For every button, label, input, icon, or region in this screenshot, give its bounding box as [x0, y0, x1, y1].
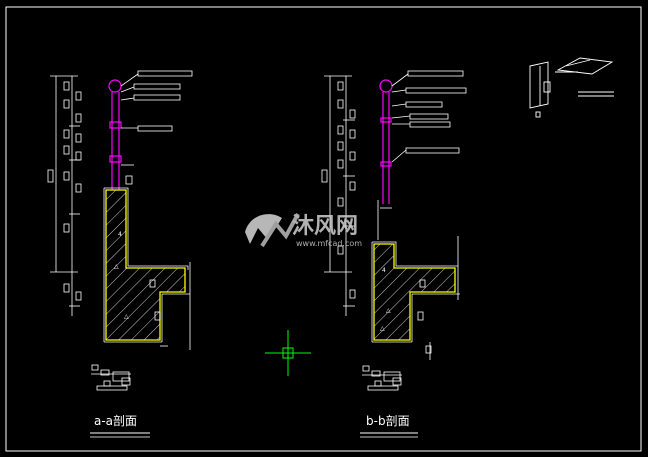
section-b-title: b-b剖面 [366, 414, 410, 428]
crosshair-cursor-icon[interactable] [265, 330, 311, 376]
section-b-detail: 4 △ △ b-b剖面 [321, 70, 467, 438]
svg-text:△: △ [124, 313, 129, 320]
profile-detail [529, 57, 614, 118]
section-b-annotations [377, 70, 467, 240]
watermark-url: www.mfcad.com [296, 239, 362, 248]
drawing-frame [5, 6, 642, 452]
section-b-dimension-chain [321, 75, 356, 316]
mf-logo-icon [245, 213, 300, 248]
svg-text:△: △ [386, 307, 391, 314]
section-a-railing [108, 79, 122, 190]
section-b-mini-detail [362, 365, 402, 391]
watermark-brand-cn: 沐风网 [292, 214, 358, 239]
section-b-railing [379, 79, 393, 204]
section-a-concrete-wall: 4 △ △ [103, 187, 191, 350]
section-a-annotations [120, 70, 193, 185]
watermark: 沐风网 www.mfcad.com [245, 213, 362, 248]
svg-text:4: 4 [382, 267, 386, 274]
section-a-mini-detail [91, 364, 131, 391]
svg-text:4: 4 [118, 231, 122, 238]
svg-text:△: △ [114, 263, 119, 270]
section-b-concrete-wall: 4 △ △ [371, 236, 460, 360]
svg-text:△: △ [380, 325, 385, 332]
section-a-title: a-a剖面 [94, 414, 137, 428]
section-a-dimension-chain [47, 75, 82, 316]
section-a-detail: 4 △ △ a-a剖面 [47, 70, 193, 438]
